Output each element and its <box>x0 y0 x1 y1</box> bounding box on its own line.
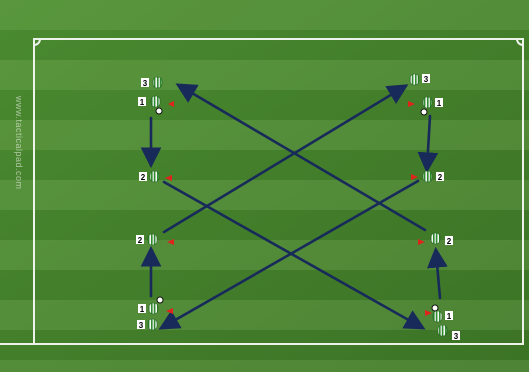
player-number: 3 <box>424 75 429 84</box>
player <box>149 303 158 314</box>
player-number: 3 <box>454 332 459 341</box>
player-number: 1 <box>437 99 442 108</box>
player-number: 1 <box>447 312 452 321</box>
player-number: 3 <box>143 79 148 88</box>
player-number: 2 <box>141 173 146 182</box>
ball <box>157 297 163 303</box>
player <box>151 96 160 107</box>
player-number: 2 <box>138 236 143 245</box>
player <box>153 77 162 88</box>
ball <box>421 109 427 115</box>
player-number: 1 <box>140 305 145 314</box>
player <box>423 171 432 182</box>
player <box>438 325 447 336</box>
player <box>433 311 442 322</box>
player <box>423 97 432 108</box>
player-number: 2 <box>438 173 443 182</box>
ball <box>432 305 438 311</box>
player-number: 3 <box>139 321 144 330</box>
ball <box>156 108 162 114</box>
player-number: 1 <box>140 98 145 107</box>
player <box>150 171 159 182</box>
player <box>410 74 419 85</box>
player <box>431 233 440 244</box>
watermark-text: www.tacticalpad.com <box>14 96 24 190</box>
player <box>148 319 157 330</box>
player <box>148 234 157 245</box>
player-number: 2 <box>447 237 452 246</box>
